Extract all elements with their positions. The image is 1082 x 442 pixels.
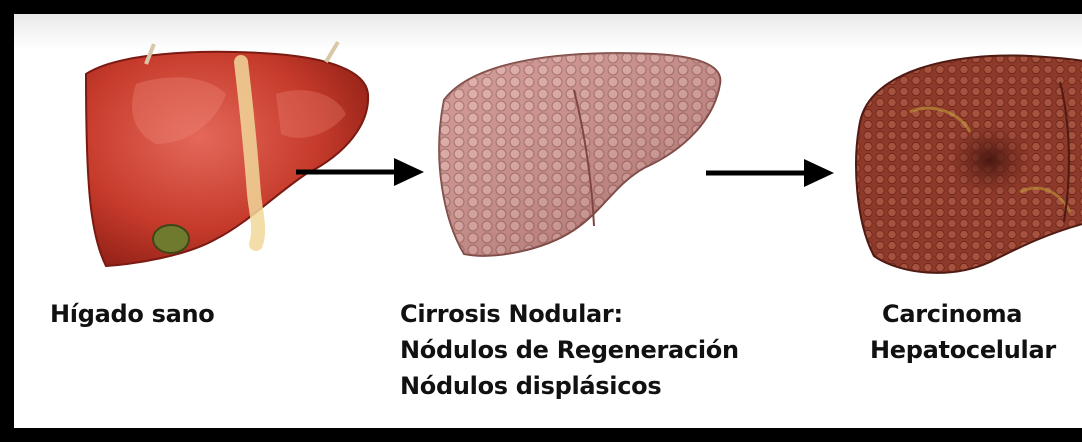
label-line: Hígado sano xyxy=(50,296,214,332)
arrow-right-icon xyxy=(296,157,426,187)
label-line: Carcinoma xyxy=(870,296,1070,332)
cirrhotic-liver-image xyxy=(424,40,724,280)
label-line: Nódulos de Regeneración xyxy=(400,332,739,368)
label-line: Cirrosis Nodular: xyxy=(400,296,739,332)
label-line: Hepatocelular xyxy=(870,332,1070,368)
arrow-right-icon xyxy=(706,158,836,188)
carcinoma-liver-image xyxy=(850,42,1082,282)
label-cirrhosis: Cirrosis Nodular: Nódulos de Regeneració… xyxy=(400,296,739,404)
diagram-frame: Hígado sano Cirrosis Nodular: Nódulos de… xyxy=(14,14,1082,428)
healthy-liver-image xyxy=(76,34,376,274)
label-carcinoma: Carcinoma Hepatocelular xyxy=(870,296,1070,368)
label-healthy-liver: Hígado sano xyxy=(50,296,214,332)
label-line: Nódulos displásicos xyxy=(400,368,739,404)
